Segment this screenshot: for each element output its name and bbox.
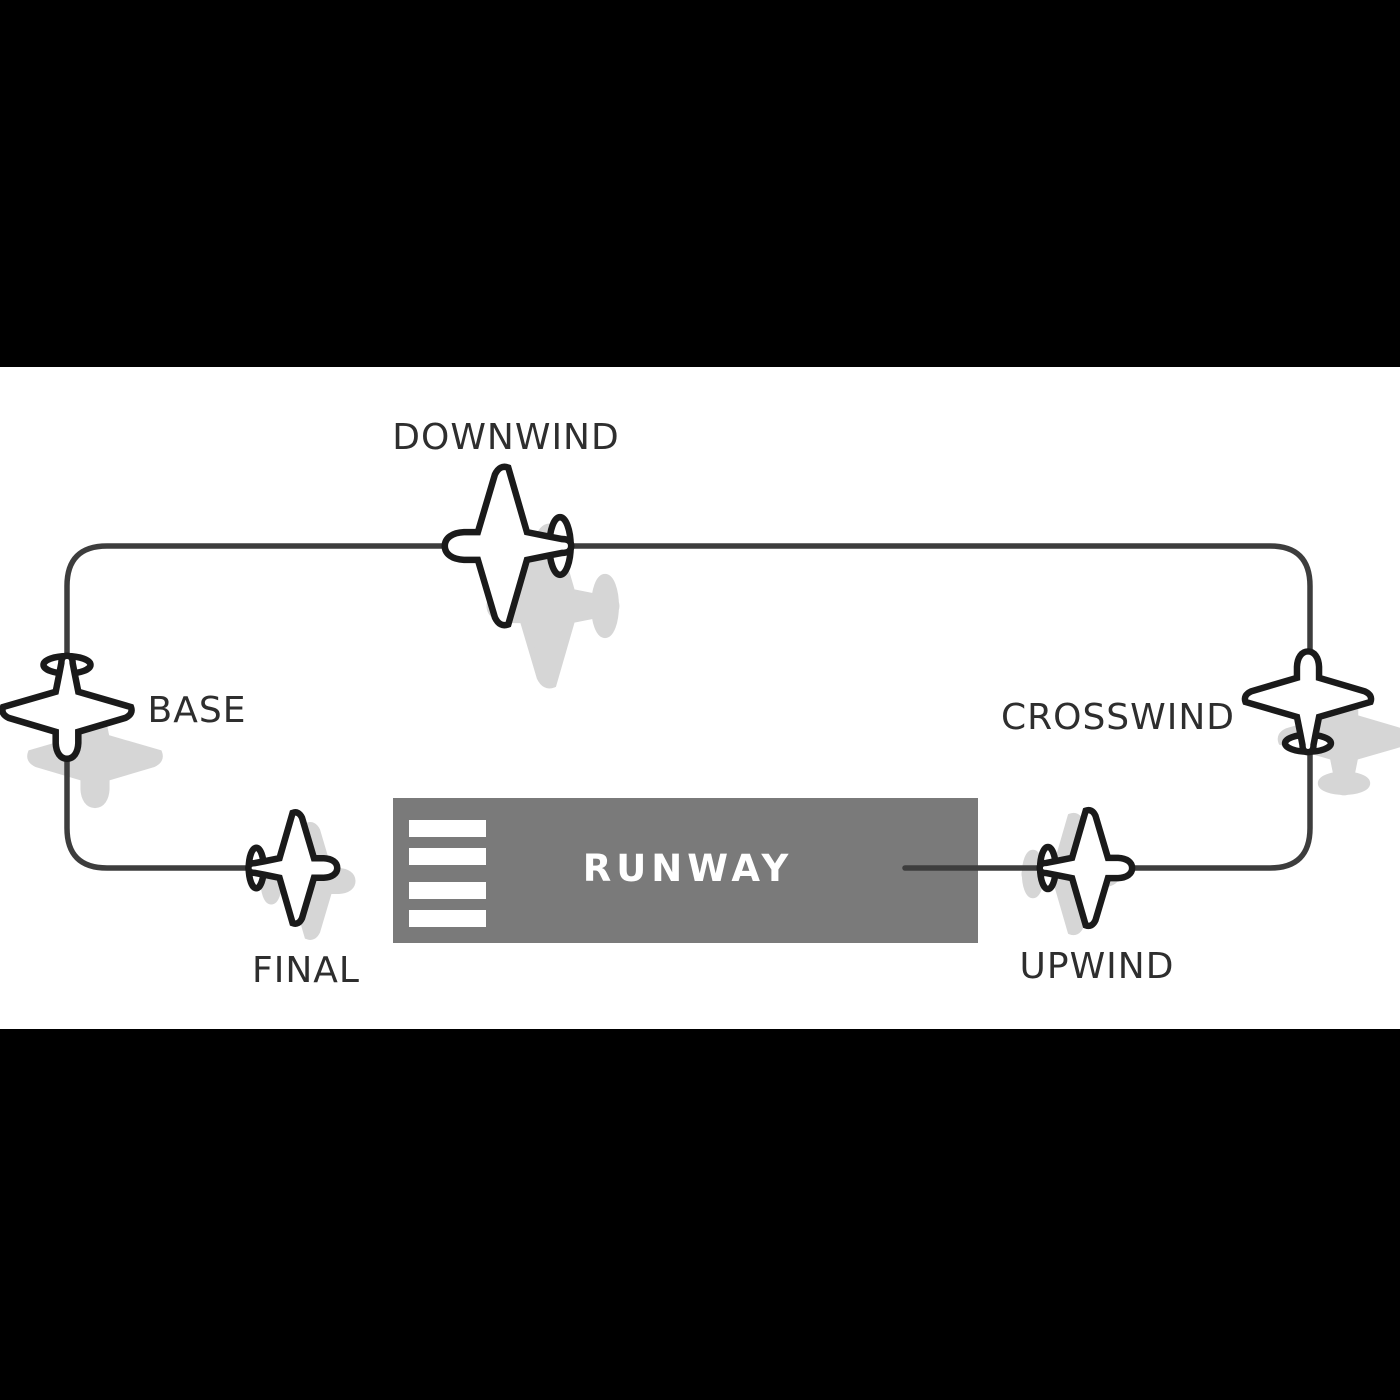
runway-threshold-stripes bbox=[409, 820, 486, 927]
runway-label: RUNWAY bbox=[583, 847, 794, 890]
runway-surface bbox=[393, 798, 978, 943]
runway: RUNWAY bbox=[393, 798, 978, 943]
leg-label-final: FINAL bbox=[252, 950, 360, 991]
pattern-path bbox=[64, 543, 1313, 871]
letterbox-bottom bbox=[0, 1029, 1400, 1400]
leg-label-crosswind: CROSSWIND bbox=[1001, 697, 1235, 738]
letterbox-top bbox=[0, 0, 1400, 367]
leg-label-base: BASE bbox=[148, 690, 247, 731]
leg-label-upwind: UPWIND bbox=[1020, 946, 1175, 987]
leg-label-downwind: DOWNWIND bbox=[392, 417, 619, 458]
